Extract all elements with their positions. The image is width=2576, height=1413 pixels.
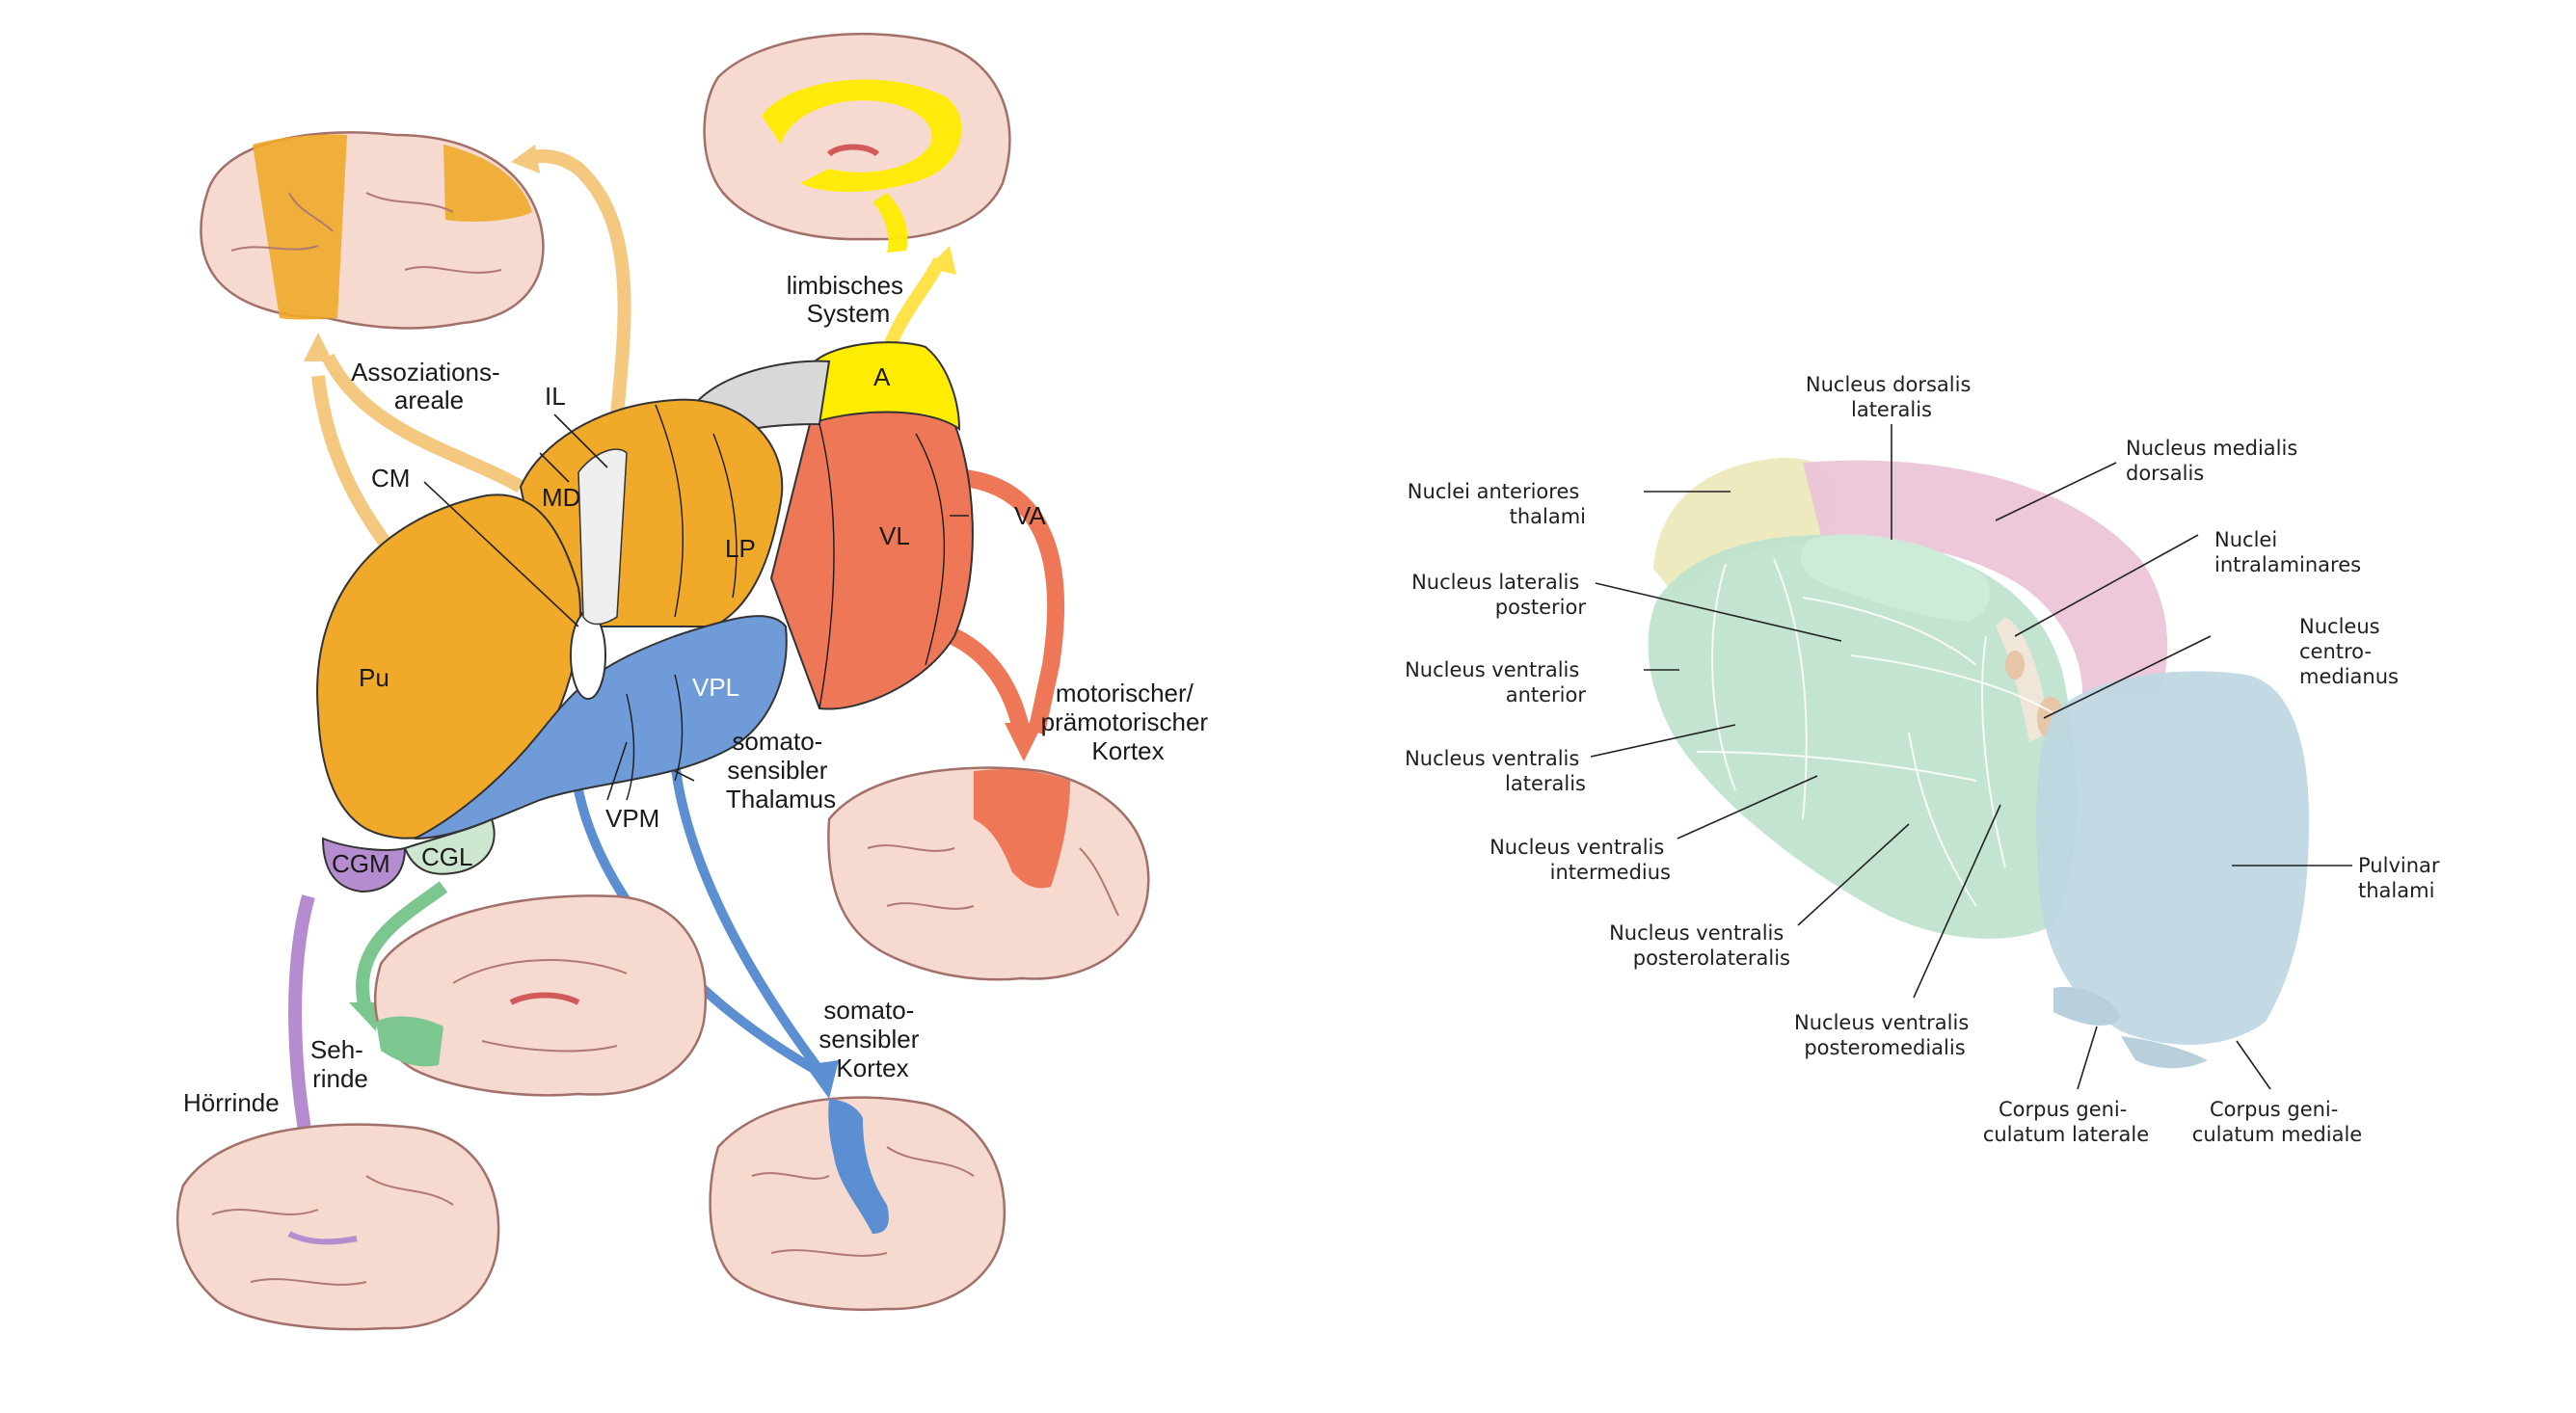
- region-nucleus-medialis-dorsalis: [1803, 460, 2168, 694]
- nucleus-cgl: [403, 817, 496, 875]
- brain-somatosensory-cortex: [709, 1096, 1006, 1311]
- brain-visual-cortex: [373, 894, 708, 1097]
- label-lp: LP: [725, 534, 756, 563]
- label-a: A: [873, 362, 891, 391]
- label-nucleus-dorsalis-lateralis: Nucleus dorsalis lateralis: [1806, 373, 1977, 421]
- label-nuclei-intralaminares: Nuclei intralaminares: [2214, 528, 2361, 576]
- label-nuclei-anteriores: Nuclei anteriores thalami: [1408, 480, 1586, 528]
- brain-limbic: [703, 32, 1011, 253]
- nucleus-vpl-vpm: [414, 615, 788, 840]
- label-nucleus-ventralis-posteromedialis: Nucleus ventralis posteromedialis: [1794, 1011, 1975, 1059]
- label-cgl: CGL: [421, 842, 472, 871]
- brain-association-cortex: [200, 131, 545, 330]
- nucleus-vl: [769, 405, 974, 710]
- brain-motor-cortex: [827, 766, 1150, 981]
- label-md: MD: [542, 483, 580, 512]
- label-cgm: CGM: [332, 849, 390, 878]
- right-diagram: Nucleus dorsalis lateralis Nucleus media…: [1405, 373, 2446, 1146]
- brain-auditory-cortex: [175, 1123, 500, 1331]
- label-va: VA: [1014, 501, 1046, 530]
- label-nucleus-ventralis-posterolateralis: Nucleus ventralis posterolateralis: [1609, 921, 1790, 970]
- label-assoziation: Assoziations- areale: [351, 358, 507, 414]
- region-pulvinar: [2036, 671, 2309, 1045]
- label-hoerrinde: Hörrinde: [183, 1088, 280, 1117]
- nucleus-a: [809, 341, 961, 431]
- label-corpus-geniculatum-laterale: Corpus geni- culatum laterale: [1983, 1098, 2149, 1146]
- label-vl: VL: [879, 521, 910, 550]
- label-il: IL: [545, 382, 566, 411]
- label-sehrinde: Seh- rinde: [310, 1035, 370, 1093]
- right-leaders: [1590, 424, 2352, 1090]
- label-somato-kortex: somato- sensibler Kortex: [818, 996, 926, 1082]
- label-somato-thalamus: somato- sensibler Thalamus: [726, 727, 836, 813]
- region-ventral-nuclei: [1648, 535, 2077, 939]
- label-vpl: VPL: [692, 673, 739, 702]
- label-nucleus-ventralis-anterior: Nucleus ventralis anterior: [1405, 658, 1586, 706]
- label-nucleus-ventralis-intermedius: Nucleus ventralis intermedius: [1489, 836, 1671, 884]
- label-limbisches-system: limbisches System: [787, 271, 911, 328]
- label-vpm: VPM: [605, 804, 659, 833]
- label-motorischer-kortex: motorischer/ prämotorischer Kortex: [1041, 679, 1216, 765]
- label-cm: CM: [371, 464, 410, 493]
- label-corpus-geniculatum-mediale: Corpus geni- culatum mediale: [2192, 1098, 2362, 1146]
- label-nucleus-lateralis-posterior: Nucleus lateralis posterior: [1411, 571, 1586, 619]
- label-pu: Pu: [359, 663, 389, 692]
- nucleus-cgm: [321, 837, 407, 893]
- thalamus-left: [316, 341, 974, 893]
- left-diagram: Assoziations- areale limbisches System I…: [175, 32, 1216, 1331]
- label-nucleus-ventralis-lateralis: Nucleus ventralis lateralis: [1405, 747, 1586, 795]
- label-nucleus-centromedianus: Nucleus centro- medianus: [2299, 615, 2399, 688]
- label-pulvinar-thalami: Pulvinar thalami: [2358, 854, 2446, 902]
- label-nucleus-medialis-dorsalis: Nucleus medialis dorsalis: [2126, 437, 2304, 485]
